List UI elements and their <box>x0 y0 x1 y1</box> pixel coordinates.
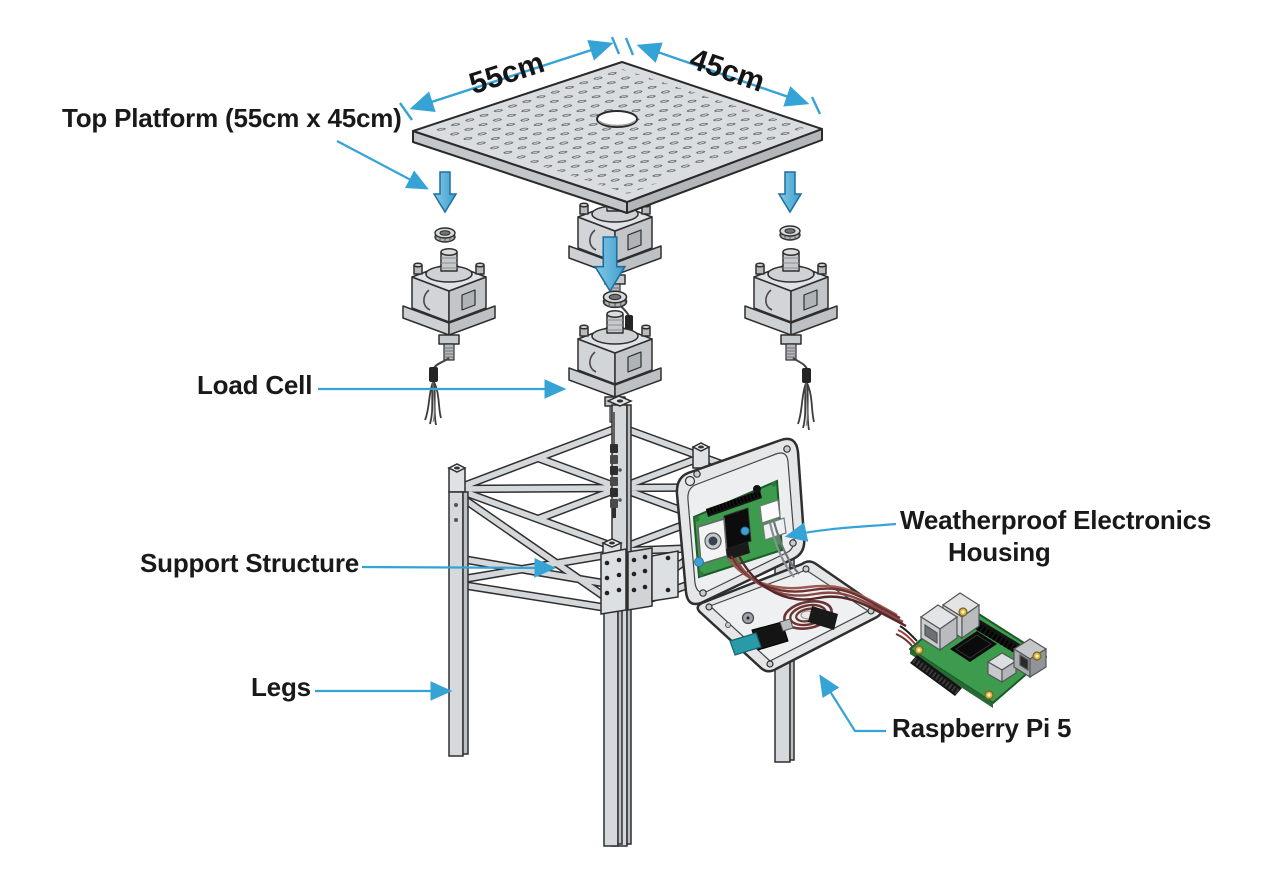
leader-support-structure <box>361 558 557 578</box>
platform-center-hole <box>596 110 638 128</box>
washer-right <box>779 225 801 241</box>
load-cell-left <box>402 248 496 426</box>
leader-arrows <box>315 140 897 733</box>
power-wires <box>895 625 918 648</box>
label-load-cell: Load Cell <box>197 370 313 400</box>
washer-center <box>602 290 628 309</box>
heatsink-fins <box>910 655 962 696</box>
down-arrow-left <box>433 171 457 213</box>
load-cell-right <box>744 248 838 431</box>
down-arrow-right <box>778 171 802 213</box>
mini-pcb <box>729 632 762 656</box>
frayed-wire-left <box>424 381 442 426</box>
frayed-wire-right <box>797 382 815 431</box>
leader-housing <box>784 522 897 542</box>
housing-bracket <box>600 547 679 615</box>
label-top-platform: Top Platform (55cm x 45cm) <box>62 103 402 133</box>
washer-left <box>434 227 456 243</box>
label-legs: Legs <box>251 672 311 702</box>
usb-ports <box>919 592 981 652</box>
dimension-lines <box>399 36 822 121</box>
raspberry-pi-board <box>895 592 1048 708</box>
label-housing-line2: Housing <box>948 537 1051 567</box>
leader-top-platform <box>336 140 429 190</box>
soc-chip <box>950 631 997 662</box>
hdmi-port <box>986 652 1018 684</box>
electronics-housing <box>675 437 907 673</box>
connector-block <box>808 606 838 630</box>
controller-pcb <box>692 479 787 579</box>
hanging-cable <box>610 412 618 518</box>
label-housing-line1: Weatherproof Electronics <box>900 505 1212 535</box>
support-structure-frame <box>447 395 795 847</box>
label-support-structure: Support Structure <box>140 548 360 578</box>
ribbon-cable <box>727 521 907 628</box>
leader-raspberry-pi <box>819 674 886 733</box>
label-raspberry-pi: Raspberry Pi 5 <box>892 713 1072 743</box>
